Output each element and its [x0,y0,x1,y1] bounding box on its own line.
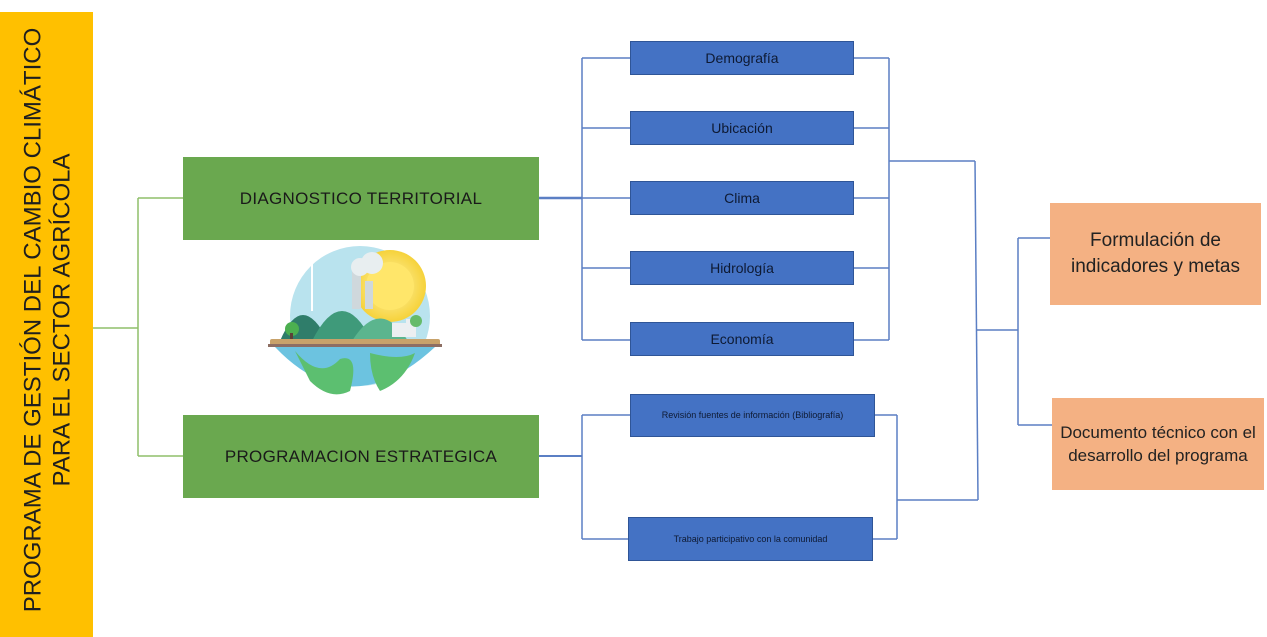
branch-diagnostico: DIAGNOSTICO TERRITORIAL [183,157,539,240]
title-bar [0,12,93,637]
item-ubicacion: Ubicación [630,111,854,145]
branch-programacion: PROGRAMACION ESTRATEGICA [183,415,539,498]
blue-connectors [539,57,1052,540]
item-trabajo-participativo: Trabajo participativo con la comunidad [628,517,873,561]
output-formulacion: Formulación de indicadores y metas [1050,203,1261,305]
item-hidrologia: Hidrología [630,251,854,285]
item-demografia: Demografía [630,41,854,75]
item-revision-fuentes: Revisión fuentes de información (Bibliog… [630,394,875,437]
item-clima: Clima [630,181,854,215]
green-connectors [93,197,183,457]
output-documento-tecnico: Documento técnico con el desarrollo del … [1052,398,1264,490]
climate-earth-illustration [240,241,455,421]
item-economia: Economía [630,322,854,356]
